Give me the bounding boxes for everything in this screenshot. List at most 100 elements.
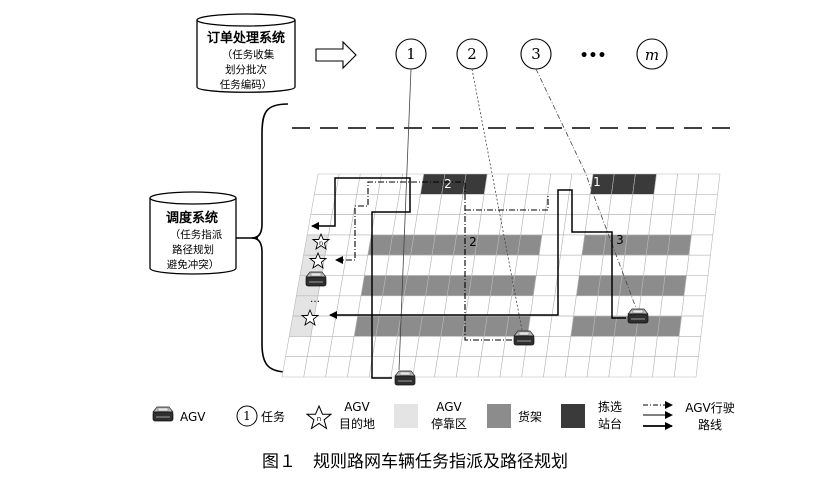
legend-star-n: n [317,415,321,423]
grid-cell [331,194,358,215]
grid-cell [356,173,382,195]
grid-cell [630,356,656,378]
grid-cell [594,295,620,317]
shelf-cell [657,315,682,337]
grid-cell [629,194,655,215]
agv-icon [394,370,416,386]
grid-cell [578,254,604,276]
legend: AGV 1 任务 n AGV 目的地 AGV 停靠区 货架 拣选 站台 AGV行… [152,399,735,432]
agv-routes [311,177,626,379]
grid-cell [438,194,464,215]
star-label-n: n [319,239,323,247]
figure-caption: 图１ 规则路网车辆任务指派及路径规划 [262,452,568,472]
task-list: 1 2 3 ••• m [395,38,668,70]
grid-cell [328,214,354,236]
grid-cell [477,214,503,236]
grid-cell [573,295,599,317]
order-system-line-3: 任务编码） [220,78,273,91]
grid-cell [696,173,721,195]
grid-cell [422,295,448,317]
shelf-cell [495,234,522,256]
shelf-label-2: 2 [469,235,477,249]
legend-park-line1: AGV [436,400,462,414]
legend-pick-line1: 拣选 [598,399,622,414]
grid-cell [526,173,552,195]
grid-cell [415,336,442,358]
grid-cell [521,356,547,378]
grid-cell [377,173,403,195]
star-icon [308,251,328,270]
grid-cell [449,254,476,276]
shelf-cell [489,275,516,297]
grid-cell [627,214,652,236]
station-cell [462,173,488,195]
shelf-cell [382,275,408,297]
grid-cell [683,275,709,297]
shelf-cell [375,315,402,337]
grid-cell [332,315,358,337]
station-cell [611,173,636,195]
station-label-3: 3 [555,177,563,191]
legend-task-circle [236,405,258,427]
station-cell [632,173,657,195]
order-system-line-1: （任务收集 [222,48,275,61]
destination-stars: n [300,232,331,327]
grid-cell [664,254,690,276]
grid-cell [608,356,634,378]
grid-cell [413,214,439,236]
shelf-cell [581,234,607,256]
grid-cell [548,315,574,337]
grid-cell [428,254,454,276]
dispatch-system-db: 调度系统 （任务指派 路径规划 避免冲突） [149,191,237,275]
grid-cell [477,356,504,378]
grid-cell [648,214,673,236]
grid-cell [535,254,561,276]
shelf-cell [462,315,488,337]
task-label-m: m [645,46,659,64]
grid-cell [674,173,700,195]
warehouse-grid [281,173,721,378]
task-label-1: 1 [406,45,416,63]
legend-agv-label: AGV [180,410,206,424]
grid-cell [455,356,482,378]
shelf-label-3: 3 [616,233,624,247]
grid-cell [611,336,637,358]
grid-cell [505,173,530,195]
star-icon [300,308,320,327]
dispatch-system-title: 调度系统 [166,210,218,226]
task-label-2: 2 [467,45,477,63]
grid-cell [541,214,567,236]
grid-cell [480,194,506,215]
station-cell [420,173,446,195]
grid-cell [621,254,647,276]
station-label-1: 1 [593,175,601,189]
shelf-cell [440,315,466,337]
grid-cell [416,194,443,215]
dispatch-system-line-2: 路径规划 [172,243,214,256]
grid-cell [520,214,546,236]
grid-cell [357,295,383,317]
shelf-cell [640,275,666,297]
shelf-cell [597,275,623,297]
legend-task-num: 1 [243,409,251,423]
grid-cell [456,214,482,236]
legend-task-label: 任务 [261,409,285,424]
grid-cell [303,356,330,378]
grid-cell [693,194,718,215]
legend-agv-icon [152,406,174,422]
grid-cell [310,194,336,215]
shelf-cell [619,275,644,297]
shelf-cell [425,275,451,297]
grid-cell [678,315,704,337]
star-icon [311,232,331,251]
legend-parking-swatch [394,404,418,428]
grid-cell [281,356,308,378]
grid-cell [587,194,612,215]
shelf-cell [570,315,596,337]
shelf-cell [403,275,430,297]
grid-cell [564,356,591,378]
legend-station-swatch [561,404,585,428]
shelf-cell [468,275,494,297]
grid-cell [560,234,586,256]
